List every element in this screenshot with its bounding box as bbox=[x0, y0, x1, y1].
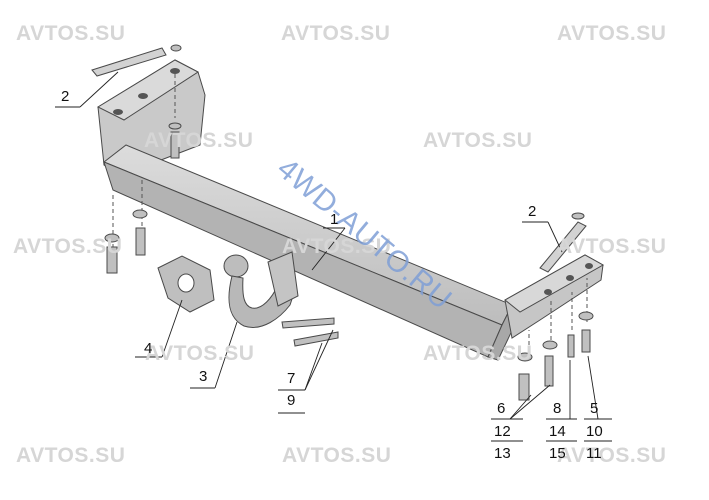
left-strip-plate bbox=[91, 47, 167, 77]
watermark: AVTOS.SU bbox=[13, 235, 123, 258]
callout-label: 13 bbox=[494, 445, 511, 462]
callout-label: 9 bbox=[287, 392, 296, 409]
watermark: AVTOS.SU bbox=[423, 129, 533, 152]
tow-ball-neck bbox=[223, 251, 299, 328]
watermark: AVTOS.SU bbox=[16, 444, 126, 467]
callout-label: 4 bbox=[144, 340, 153, 357]
watermark: AVTOS.SU bbox=[557, 444, 667, 467]
callout-label: 6 bbox=[497, 400, 506, 417]
callout-label: 5 bbox=[590, 400, 599, 417]
watermark: AVTOS.SU bbox=[16, 22, 126, 45]
right-mounting-bracket bbox=[504, 254, 605, 339]
watermark: AVTOS.SU bbox=[557, 22, 667, 45]
watermark: AVTOS.SU bbox=[144, 129, 254, 152]
callout-label: 2 bbox=[528, 203, 537, 220]
watermark: AVTOS.SU bbox=[281, 22, 391, 45]
callout-label: 3 bbox=[199, 368, 208, 385]
callout-label: 11 bbox=[586, 445, 602, 462]
watermark: AVTOS.SU bbox=[557, 235, 667, 258]
callout-label: 8 bbox=[553, 400, 562, 417]
callout-label: 7 bbox=[287, 370, 296, 387]
callout-label: 12 bbox=[494, 423, 511, 440]
watermark: AVTOS.SU bbox=[282, 444, 392, 467]
leader-lines bbox=[55, 71, 612, 442]
hitch-bolts bbox=[281, 317, 339, 347]
callout-label: 2 bbox=[61, 88, 70, 105]
watermark: AVTOS.SU bbox=[282, 235, 392, 258]
callout-label: 15 bbox=[549, 445, 566, 462]
right-fastener-stack bbox=[517, 212, 594, 401]
socket-plate bbox=[157, 255, 215, 313]
left-fastener-stack bbox=[104, 44, 182, 274]
callout-label: 14 bbox=[549, 423, 566, 440]
watermark: AVTOS.SU bbox=[423, 342, 533, 365]
right-strip-plate bbox=[539, 221, 587, 273]
watermark: AVTOS.SU bbox=[145, 342, 255, 365]
callout-label: 10 bbox=[586, 423, 603, 440]
callout-label: 1 bbox=[330, 211, 339, 228]
